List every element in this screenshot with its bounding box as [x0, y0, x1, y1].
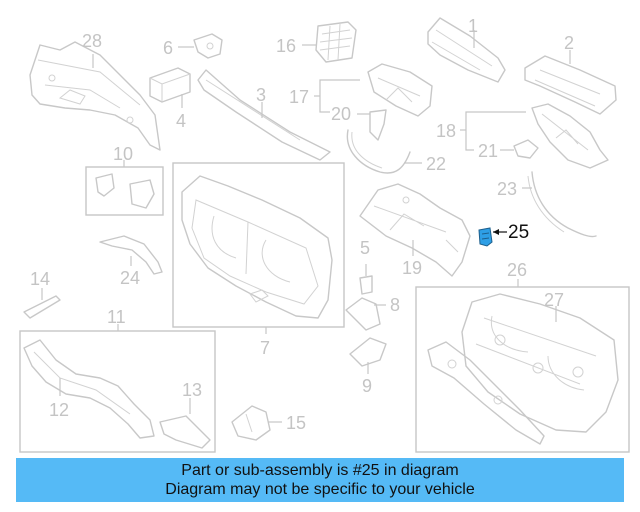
callout-2: 2	[564, 33, 574, 53]
part-27-drawing	[427, 293, 619, 445]
callout-20: 20	[331, 104, 351, 124]
part-28-drawing	[29, 41, 161, 151]
part-1-drawing	[427, 17, 506, 83]
part-22-drawing	[346, 129, 411, 174]
part-23-drawing	[527, 171, 597, 238]
part-2-drawing	[524, 55, 617, 115]
caption-line-1: Part or sub-assembly is #25 in diagram	[181, 462, 459, 479]
group-26-frame	[415, 286, 630, 453]
callout-23: 23	[497, 179, 517, 199]
caption-line-2: Diagram may not be specific to your vehi…	[165, 481, 475, 498]
callout-21: 21	[478, 141, 498, 161]
callout-19: 19	[402, 258, 422, 278]
part-7-drawing	[181, 175, 333, 319]
part-18-drawing	[531, 103, 609, 169]
part-13-drawing	[159, 415, 211, 449]
callout-28: 28	[82, 31, 102, 51]
part-3-drawing	[197, 69, 331, 161]
callout-4: 4	[176, 111, 186, 131]
callout-1: 1	[468, 16, 478, 36]
callout-10: 10	[113, 144, 133, 164]
callout-11: 11	[107, 307, 126, 327]
part-6-drawing	[193, 33, 223, 59]
callout-25: 25	[508, 222, 529, 243]
caption-banner: Part or sub-assembly is #25 in diagram D…	[16, 458, 624, 502]
callout-24: 24	[120, 268, 140, 288]
part-4-drawing	[149, 67, 191, 103]
part-10-clips-drawing	[95, 173, 155, 209]
callout-12: 12	[49, 400, 69, 420]
part-15-drawing	[231, 405, 271, 441]
callout-7: 7	[260, 338, 270, 358]
part-16-drawing	[315, 21, 357, 63]
part-8-drawing	[345, 297, 381, 331]
part-19-drawing	[359, 183, 471, 277]
callout-17: 17	[289, 87, 309, 107]
callout-26: 26	[507, 260, 527, 280]
callout-6: 6	[163, 38, 173, 58]
part-21-drawing	[513, 139, 539, 159]
group-7-frame	[172, 162, 345, 328]
callout-22: 22	[426, 154, 446, 174]
part-9-drawing	[349, 337, 387, 367]
callout-3: 3	[256, 85, 266, 105]
part-24-drawing	[99, 235, 163, 275]
callout-8: 8	[390, 295, 400, 315]
callout-5: 5	[360, 238, 370, 258]
part-17-drawing	[367, 63, 433, 117]
callout-9: 9	[362, 376, 372, 396]
part-5-drawing	[359, 275, 373, 295]
part-25-drawing[interactable]	[478, 227, 493, 247]
callout-27: 27	[544, 290, 564, 310]
part-20-drawing	[369, 109, 387, 141]
part-14-drawing	[23, 295, 61, 319]
callout-16: 16	[276, 36, 296, 56]
callout-14: 14	[30, 269, 50, 289]
callout-13: 13	[182, 380, 202, 400]
part-12-drawing	[23, 339, 155, 439]
callout-18: 18	[436, 121, 456, 141]
callout-15: 15	[286, 413, 306, 433]
